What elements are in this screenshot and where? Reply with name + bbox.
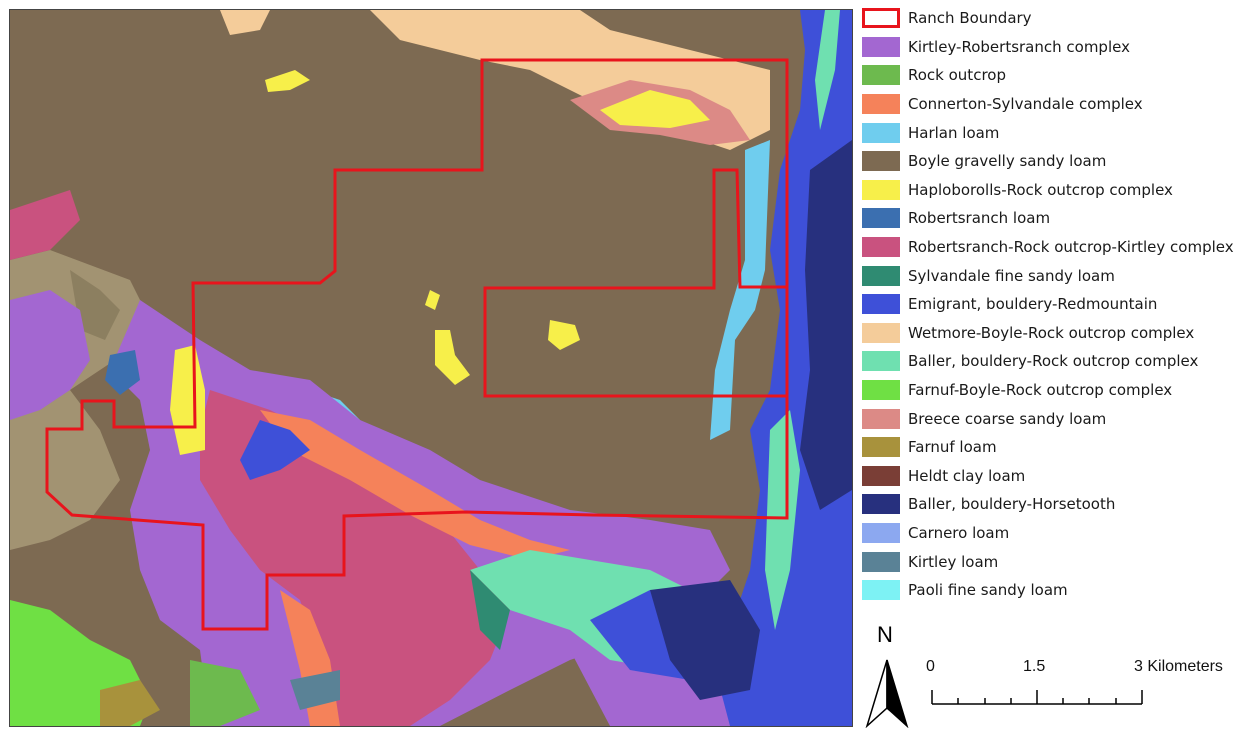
legend-item: Rock outcrop (862, 61, 1252, 90)
legend-item: Carnero loam (862, 519, 1252, 548)
kirtley-loam-area (290, 670, 340, 710)
sylvandale-area (470, 570, 510, 650)
legend-swatch (862, 151, 900, 172)
legend-item: Kirtley-Robertsranch complex (862, 33, 1252, 62)
soil-map[interactable] (9, 9, 853, 727)
legend-label: Robertsranch-Rock outcrop-Kirtley comple… (908, 238, 1234, 257)
robertsranch-rock-kirtley-area (200, 390, 510, 726)
legend-label: Baller, bouldery-Rock outcrop complex (908, 352, 1199, 371)
legend-label: Carnero loam (908, 523, 1010, 542)
scale-label-mid: 1.5 (1023, 658, 1046, 675)
legend-label: Farnuf-Boyle-Rock outcrop complex (908, 381, 1173, 400)
scale-bar: 0 1.5 3 Kilometers (922, 658, 1252, 728)
legend-label: Robertsranch loam (908, 209, 1051, 228)
legend-swatch (862, 351, 900, 372)
baller-rock-strip-2 (765, 410, 800, 630)
north-label: N (877, 622, 893, 647)
legend-item: Baller, bouldery-Horsetooth (862, 490, 1252, 519)
kirtley-robertsranch-area-west (10, 290, 90, 420)
legend-label: Emigrant, bouldery-Redmountain (908, 295, 1158, 314)
legend-swatch (862, 465, 900, 486)
legend-item: Breece coarse sandy loam (862, 404, 1252, 433)
scale-bar-graphic (931, 690, 1143, 705)
scale-label-end: 3 Kilometers (1134, 658, 1223, 675)
legend-label: Breece coarse sandy loam (908, 409, 1107, 428)
legend-label: Heldt clay loam (908, 466, 1026, 485)
legend-swatch (862, 408, 900, 429)
legend-label: Kirtley-Robertsranch complex (908, 37, 1130, 56)
legend-item: Connerton-Sylvandale complex (862, 90, 1252, 119)
ranch-boundary (45, 58, 789, 631)
legend-swatch (862, 8, 900, 29)
robertsranch-rock-kirtley-area-nw (10, 190, 80, 260)
haploborolls-blob-2 (435, 330, 470, 385)
legend-swatch (862, 208, 900, 229)
legend-item: Robertsranch-Rock outcrop-Kirtley comple… (862, 233, 1252, 262)
scale-label-0: 0 (926, 658, 935, 675)
farnuf-loam-area (100, 680, 160, 726)
legend-label: Haploborolls-Rock outcrop complex (908, 180, 1173, 199)
haploborolls-area-ne (600, 90, 710, 128)
legend-item: Emigrant, bouldery-Redmountain (862, 290, 1252, 319)
legend-swatch (862, 36, 900, 57)
legend-swatch (862, 179, 900, 200)
legend-item: Harlan loam (862, 118, 1252, 147)
legend-item: Wetmore-Boyle-Rock outcrop complex (862, 319, 1252, 348)
wetmore-area-left (220, 10, 270, 35)
legend-label: Wetmore-Boyle-Rock outcrop complex (908, 323, 1195, 342)
legend-swatch (862, 551, 900, 572)
legend-swatch (862, 580, 900, 601)
legend-swatch (862, 265, 900, 286)
legend-label: Harlan loam (908, 123, 1000, 142)
legend-swatch (862, 294, 900, 315)
legend-label: Farnuf loam (908, 438, 997, 457)
baller-horsetooth-area-east (800, 140, 852, 510)
legend-swatch (862, 237, 900, 258)
legend-item: Paoli fine sandy loam (862, 576, 1252, 605)
legend-swatch (862, 494, 900, 515)
legend-label: Boyle gravelly sandy loam (908, 152, 1107, 171)
legend-swatch (862, 522, 900, 543)
legend-item: Heldt clay loam (862, 462, 1252, 491)
legend-item: Boyle gravelly sandy loam (862, 147, 1252, 176)
legend-item: Farnuf-Boyle-Rock outcrop complex (862, 376, 1252, 405)
rock-outcrop-area-sw (190, 660, 260, 726)
baller-horsetooth-area-south (650, 580, 760, 700)
legend-item: Sylvandale fine sandy loam (862, 261, 1252, 290)
legend-label: Kirtley loam (908, 552, 999, 571)
legend-label: Sylvandale fine sandy loam (908, 266, 1115, 285)
legend-label: Paoli fine sandy loam (908, 581, 1068, 600)
legend-swatch (862, 94, 900, 115)
legend-label: Ranch Boundary (908, 9, 1032, 28)
legend-label: Connerton-Sylvandale complex (908, 95, 1143, 114)
legend-swatch (862, 380, 900, 401)
legend-item: Haploborolls-Rock outcrop complex (862, 176, 1252, 205)
legend-label: Rock outcrop (908, 66, 1006, 85)
emigrant-loop (240, 420, 310, 480)
legend-swatch (862, 122, 900, 143)
legend-label: Baller, bouldery-Horsetooth (908, 495, 1116, 514)
legend-swatch (862, 322, 900, 343)
legend-swatch (862, 437, 900, 458)
haploborolls-blob-1 (425, 290, 440, 310)
haploborolls-blob-3 (548, 320, 580, 350)
north-arrow-icon (865, 659, 909, 728)
legend-swatch (862, 65, 900, 86)
harlan-area-east (710, 140, 770, 440)
robertsranch-loam-area (105, 350, 140, 395)
legend-item: Baller, bouldery-Rock outcrop complex (862, 347, 1252, 376)
soil-map-canvas (10, 10, 852, 726)
haploborolls-area-north (265, 70, 310, 92)
baller-rock-strip (815, 10, 840, 130)
legend-item: Farnuf loam (862, 433, 1252, 462)
legend-item: Kirtley loam (862, 547, 1252, 576)
legend-item: Robertsranch loam (862, 204, 1252, 233)
connerton-area (260, 410, 570, 560)
legend-item: Ranch Boundary (862, 4, 1252, 33)
